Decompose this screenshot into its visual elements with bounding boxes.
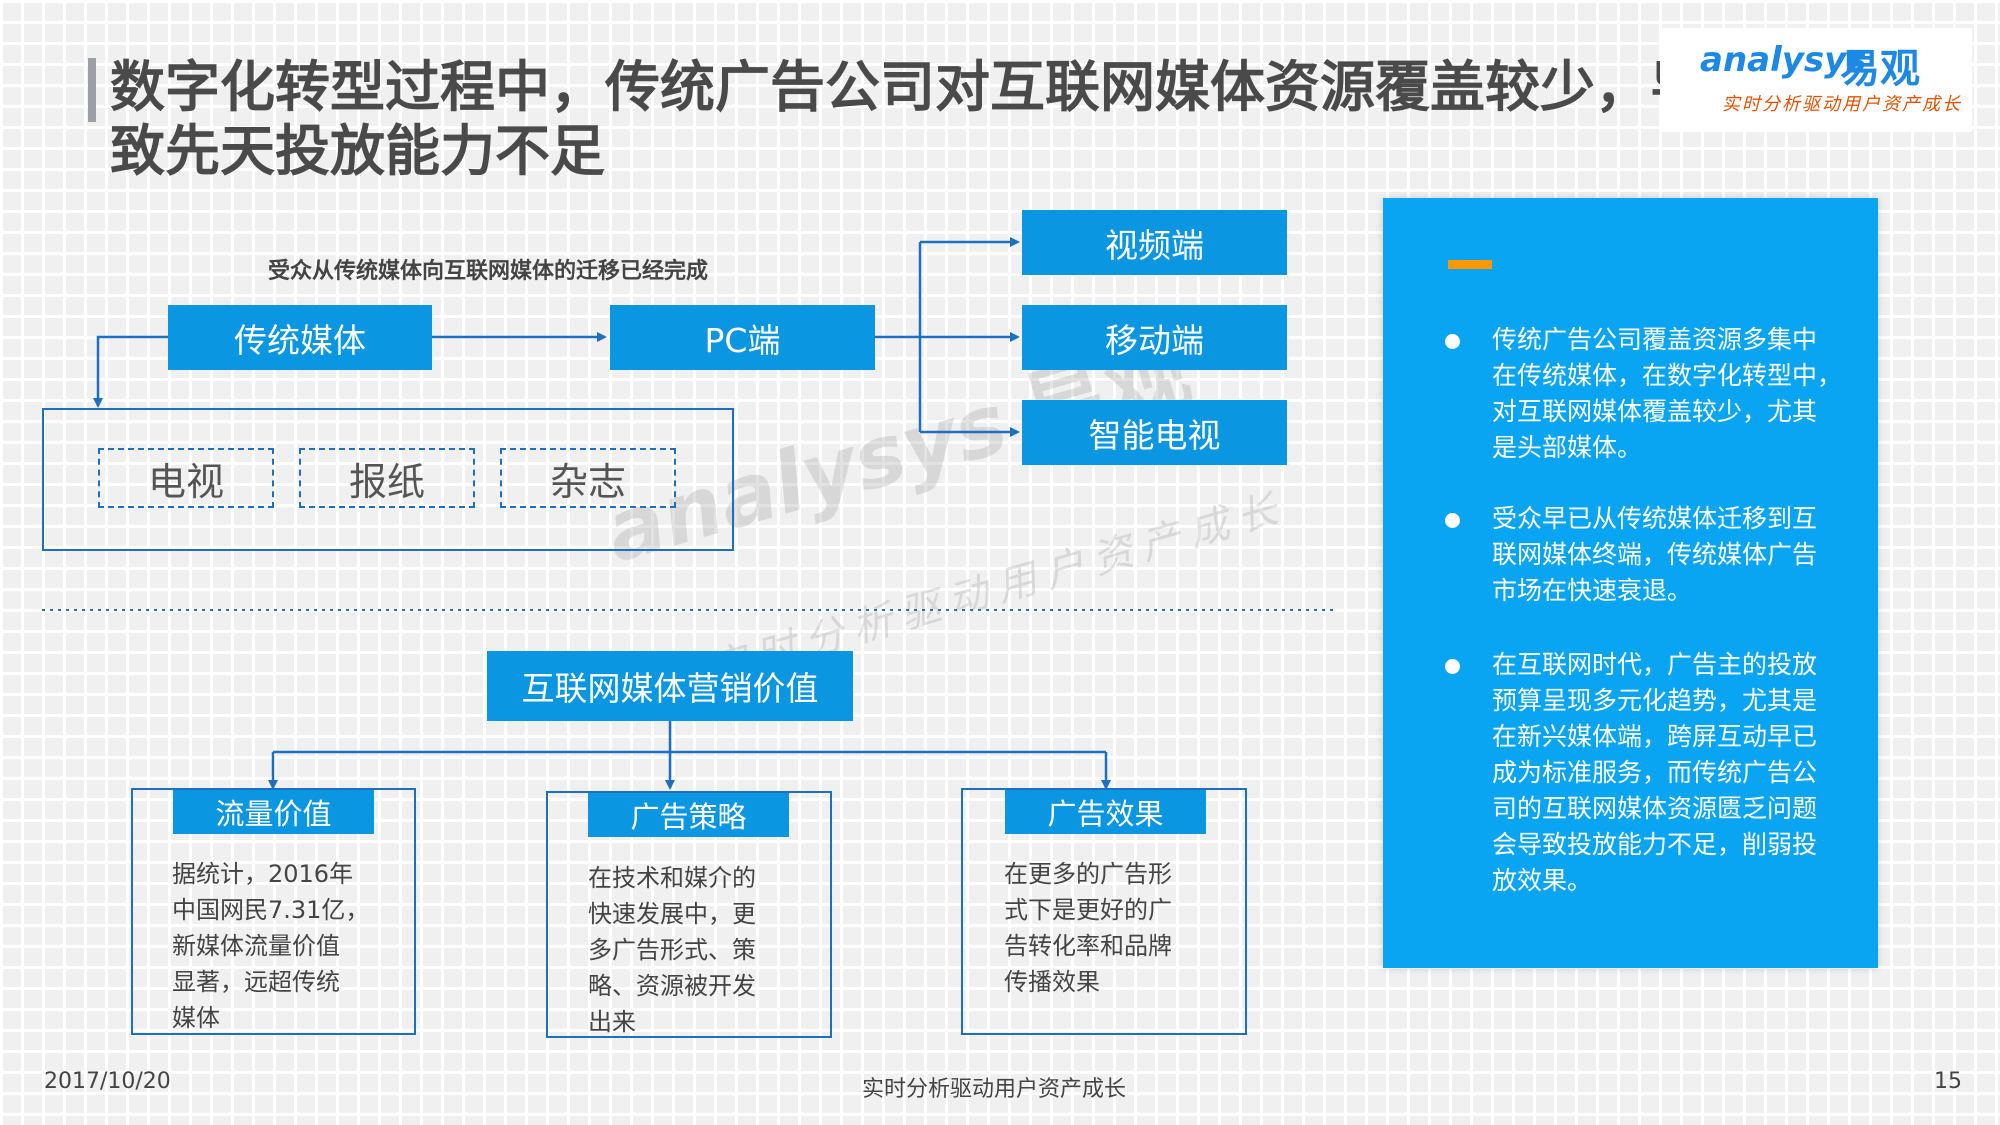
bullet-text-line: 联网媒体终端，传统媒体广告 (1492, 540, 1818, 569)
page-title-line-2: 致先天投放能力不足 (110, 119, 606, 183)
card-text-line: 略、资源被开发 (588, 972, 756, 1000)
card-text-line: 新媒体流量价值 (172, 932, 340, 960)
node-mobile: 移动端 (1022, 305, 1287, 370)
card-ad-strategy (546, 791, 832, 1038)
card-text-line: 快速发展中，更 (588, 900, 756, 928)
card-text-line: 在更多的广告形 (1004, 860, 1172, 888)
type-newspaper: 报纸 (299, 448, 475, 508)
bullet-text-line: 在传统媒体，在数字化转型中， (1492, 361, 1843, 390)
card-text-line: 出来 (588, 1008, 636, 1036)
card-text-line: 媒体 (172, 1004, 220, 1032)
card-text-line: 显著，远超传统 (172, 968, 340, 996)
card-text-line: 式下是更好的广 (1004, 896, 1172, 924)
card-text-line: 据统计，2016年 (172, 860, 354, 888)
node-smart-tv: 智能电视 (1022, 400, 1287, 465)
page-number: 15 (1934, 1069, 1962, 1094)
bullet-text-line: 成为标准服务，而传统广告公 (1492, 758, 1818, 787)
node-internet-marketing-value: 互联网媒体营销价值 (487, 651, 853, 721)
footer-slogan: 实时分析驱动用户资产成长 (862, 1077, 1127, 1102)
bullet-dot (1445, 659, 1460, 674)
arrow-traditional-to-types (93, 335, 168, 408)
bullet-text-line: 放效果。 (1492, 866, 1593, 895)
bullet-text-line: 司的互联网媒体资源匮乏问题 (1492, 794, 1818, 823)
bullet-text-line: 市场在快速衰退。 (1492, 576, 1693, 605)
node-traditional-media: 传统媒体 (168, 305, 432, 370)
card-text-line: 传播效果 (1004, 968, 1100, 996)
panel-accent-dash (1448, 260, 1492, 269)
card-ad-strategy-title: 广告策略 (588, 793, 789, 837)
card-text-line: 中国网民7.31亿， (172, 896, 370, 924)
bullet-text-line: 预算呈现多元化趋势，尤其是 (1492, 686, 1818, 715)
node-pc: PC端 (610, 305, 875, 370)
card-text-line: 告转化率和品牌 (1004, 932, 1172, 960)
bullet-text-line: 对互联网媒体覆盖较少，尤其 (1492, 397, 1818, 426)
bullet-dot (1445, 334, 1460, 349)
logo (1660, 28, 1972, 132)
migration-caption: 受众从传统媒体向互联网媒体的迁移已经完成 (268, 259, 709, 284)
logo-brand-cn: 易观 (1840, 46, 1920, 92)
card-ad-effect-body: 在更多的广告形 式下是更好的广 告转化率和品牌 传播效果 (1004, 856, 1172, 1000)
footer-date: 2017/10/20 (44, 1069, 171, 1094)
summary-bullet-1: 传统广告公司覆盖资源多集中 在传统媒体，在数字化转型中， 对互联网媒体覆盖较少，… (1492, 322, 1842, 466)
card-text-line: 多广告形式、策 (588, 936, 756, 964)
bullet-text-line: 在新兴媒体端，跨屏互动早已 (1492, 722, 1818, 751)
card-traffic-value-body: 据统计，2016年 中国网民7.31亿， 新媒体流量价值 显著，远超传统 媒体 (172, 856, 369, 1036)
type-tv: 电视 (98, 448, 274, 508)
summary-bullet-2: 受众早已从传统媒体迁移到互 联网媒体终端，传统媒体广告 市场在快速衰退。 (1492, 501, 1842, 609)
bullet-text-line: 传统广告公司覆盖资源多集中 (1492, 325, 1818, 354)
card-ad-strategy-body: 在技术和媒介的 快速发展中，更 多广告形式、策 略、资源被开发 出来 (588, 860, 756, 1040)
logo-tagline: 实时分析驱动用户资产成长 (1722, 94, 1962, 115)
summary-panel (1383, 198, 1878, 968)
logo-brand-en: analysys (1700, 40, 1867, 80)
card-ad-effect (961, 788, 1247, 1035)
bullet-text-line: 在互联网时代，广告主的投放 (1492, 650, 1818, 679)
card-traffic-value (131, 788, 416, 1035)
bullet-dot (1445, 513, 1460, 528)
page-title-line-1: 数字化转型过程中，传统广告公司对互联网媒体资源覆盖较少，导 (110, 55, 1706, 119)
bullet-text-line: 会导致投放能力不足，削弱投 (1492, 830, 1818, 859)
summary-bullet-3: 在互联网时代，广告主的投放 预算呈现多元化趋势，尤其是 在新兴媒体端，跨屏互动早… (1492, 647, 1842, 899)
type-magazine: 杂志 (500, 448, 676, 508)
card-traffic-value-title: 流量价值 (173, 790, 374, 834)
card-ad-effect-title: 广告效果 (1005, 790, 1206, 834)
traditional-types-frame (42, 408, 734, 551)
bullet-text-line: 受众早已从传统媒体迁移到互 (1492, 504, 1818, 533)
card-text-line: 在技术和媒介的 (588, 864, 756, 892)
bullet-text-line: 是头部媒体。 (1492, 433, 1643, 462)
title-accent-bar (88, 58, 96, 122)
node-video: 视频端 (1022, 210, 1287, 275)
